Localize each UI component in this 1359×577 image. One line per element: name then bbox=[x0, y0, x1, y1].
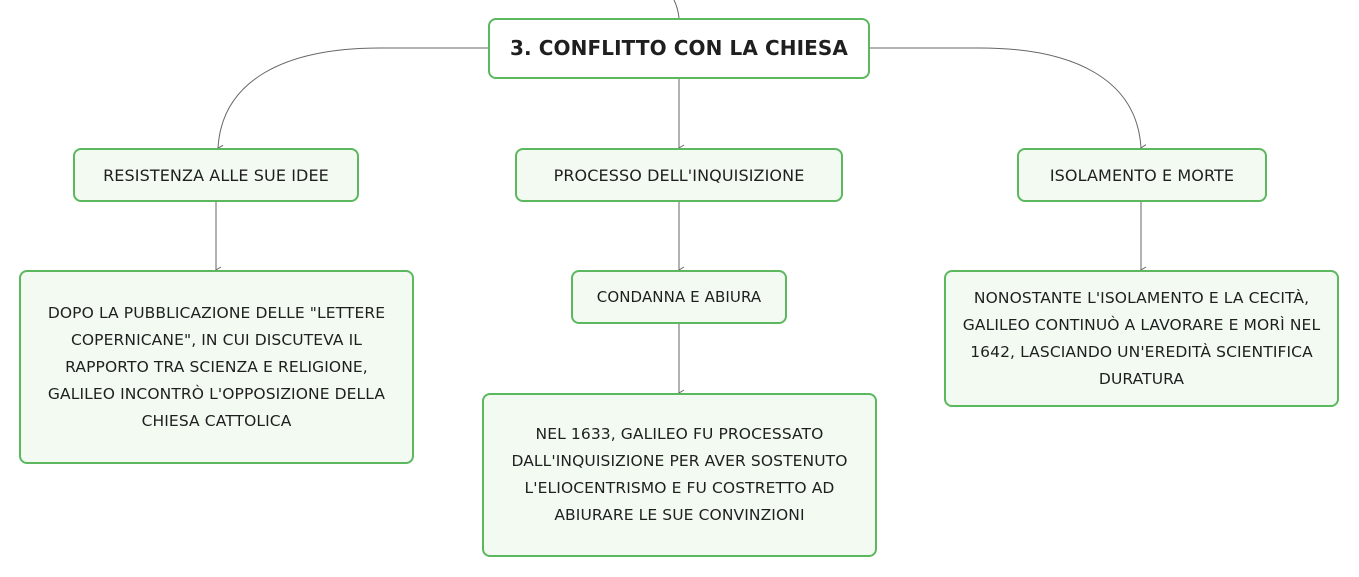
branch-isolamento[interactable]: ISOLAMENTO E MORTE bbox=[1017, 148, 1267, 202]
detail-resistenza[interactable]: DOPO LA PUBBLICAZIONE DELLE "LETTERE COP… bbox=[19, 270, 414, 464]
connector-root-to-branch-3 bbox=[870, 47, 1147, 152]
connector-root-to-branch-1 bbox=[217, 47, 488, 152]
branch-resistenza[interactable]: RESISTENZA ALLE SUE IDEE bbox=[73, 148, 359, 202]
sub-condanna-abiura[interactable]: CONDANNA E ABIURA bbox=[571, 270, 787, 324]
connector-parent-to-root bbox=[673, 0, 680, 19]
root-topic[interactable]: 3. CONFLITTO CON LA CHIESA bbox=[488, 18, 870, 79]
branch-processo[interactable]: PROCESSO DELL'INQUISIZIONE bbox=[515, 148, 843, 202]
detail-isolamento[interactable]: NONOSTANTE L'ISOLAMENTO E LA CECITÀ, GAL… bbox=[944, 270, 1339, 407]
detail-condanna-abiura[interactable]: NEL 1633, GALILEO FU PROCESSATO DALL'INQ… bbox=[482, 393, 877, 557]
